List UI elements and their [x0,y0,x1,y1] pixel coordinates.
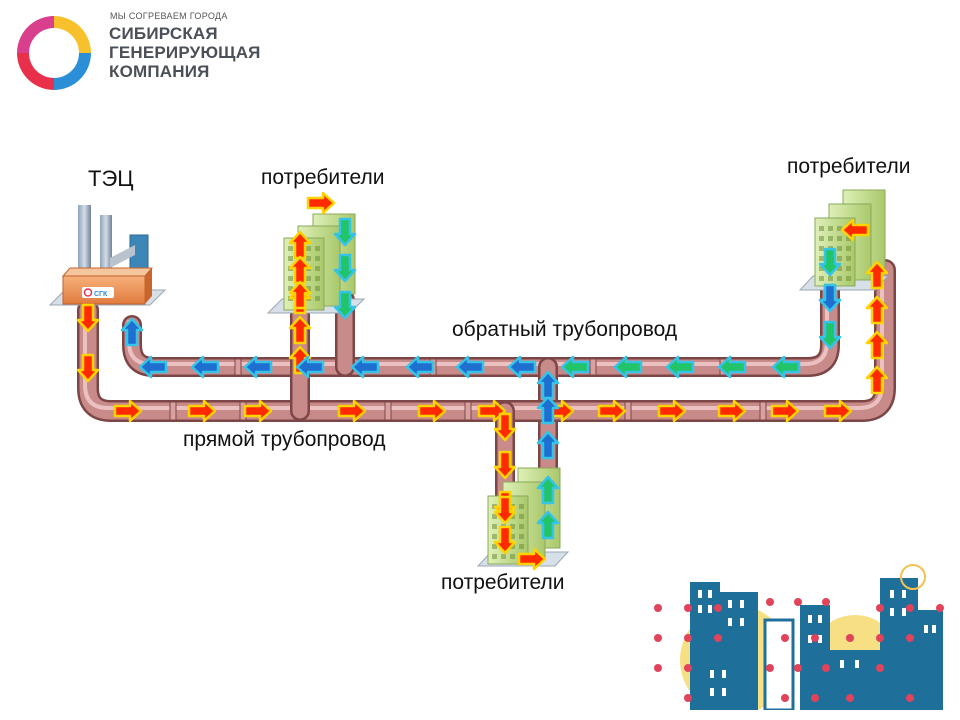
return-flow-arrow [507,355,537,379]
supply-flow-arrow [493,495,517,525]
return-flow-arrow [818,320,842,350]
supply-flow-arrow [517,547,547,571]
supply-flow-arrow [493,450,517,480]
consumers-right-label: потребители [787,155,911,178]
return-pipeline-label: обратный трубопровод [452,318,678,341]
supply-flow-arrow [823,399,853,423]
return-flow-arrow [560,355,590,379]
return-flow-arrow [771,355,801,379]
city-illustration [654,564,944,710]
logo-tagline: МЫ СОГРЕВАЕМ ГОРОДА [110,11,228,21]
return-flow-arrow [818,283,842,313]
supply-flow-arrow [717,399,747,423]
supply-flow-arrow [76,353,100,383]
return-flow-arrow [333,290,357,320]
return-flow-arrow [333,217,357,247]
supply-flow-arrow [243,399,273,423]
return-flow-arrow [120,317,144,347]
return-flow-arrow [613,355,643,379]
return-flow-arrow [665,355,695,379]
supply-pipeline [77,259,896,510]
return-flow-arrow [536,510,560,540]
chp-plant-label: ТЭЦ [88,166,134,191]
supply-flow-arrow [288,255,312,285]
chp-plant: СГК [48,205,167,306]
supply-flow-arrow [417,399,447,423]
consumers-left-label: потребители [261,166,385,189]
return-flow-arrow [350,355,380,379]
supply-flow-arrow [288,315,312,345]
supply-flow-arrow [865,330,889,360]
supply-flow-arrow [113,399,143,423]
supply-flow-arrow [76,303,100,333]
logo-name-line1: СИБИРСКАЯ [109,24,218,43]
flow-arrows [76,191,889,571]
return-flow-arrow [243,355,273,379]
return-flow-arrow [333,253,357,283]
supply-flow-arrow [337,399,367,423]
supply-flow-arrow [840,218,870,242]
supply-flow-arrow [865,365,889,395]
logo-ring-icon [17,16,91,90]
supply-flow-arrow [493,525,517,555]
supply-flow-arrow [657,399,687,423]
supply-flow-arrow [288,280,312,310]
logo-name-line2: ГЕНЕРИРУЮЩАЯ [109,43,261,62]
supply-flow-arrow [306,191,336,215]
return-flow-arrow [536,430,560,460]
return-flow-arrow [190,355,220,379]
logo-name-line3: КОМПАНИЯ [109,62,210,81]
plant-badge-text: СГК [94,291,108,298]
return-flow-arrow [536,475,560,505]
return-flow-arrow [455,355,485,379]
return-flow-arrow [536,370,560,400]
return-flow-arrow [818,247,842,277]
supply-flow-arrow [865,260,889,290]
return-flow-arrow [717,355,747,379]
supply-flow-arrow [187,399,217,423]
supply-flow-arrow [597,399,627,423]
supply-flow-arrow [865,295,889,325]
return-flow-arrow [138,355,168,379]
supply-pipeline-label: прямой трубопровод [183,428,386,451]
supply-flow-arrow [770,399,800,423]
return-flow-arrow [536,395,560,425]
supply-flow-arrow [493,412,517,442]
company-logo: МЫ СОГРЕВАЕМ ГОРОДА СИБИРСКАЯ ГЕНЕРИРУЮЩ… [8,8,288,98]
return-flow-arrow [295,355,325,379]
return-flow-arrow [405,355,435,379]
supply-flow-arrow [288,230,312,260]
building-windows [288,226,851,559]
consumers-bottom-label: потребители [441,571,565,594]
